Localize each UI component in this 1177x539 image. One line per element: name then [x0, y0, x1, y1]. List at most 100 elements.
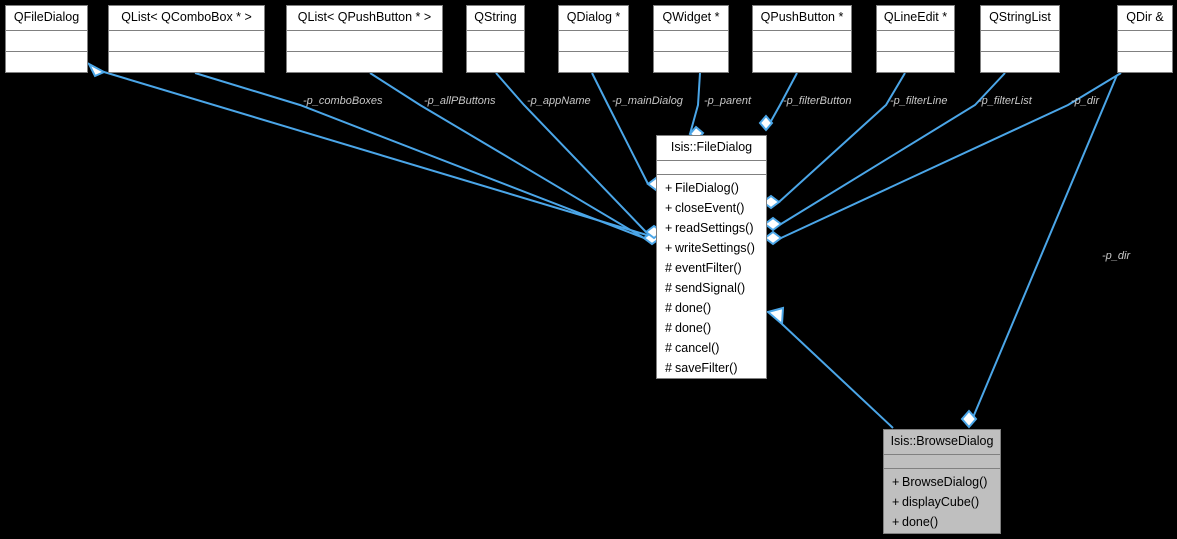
class-attributes-compartment — [1118, 31, 1172, 52]
operation-label: readSettings() — [675, 220, 754, 235]
edge-aggregation-dir-browsedialog — [960, 74, 1118, 429]
operation-row: +FileDialog() — [657, 178, 766, 198]
operation-row: #eventFilter() — [657, 258, 766, 278]
edge-inheritance-filedialog-qfiledialog — [86, 61, 658, 239]
class-box-qlineedit[interactable]: QLineEdit * — [876, 5, 955, 73]
operation-label: done() — [675, 320, 712, 335]
operation-row: +displayCube() — [884, 492, 1000, 512]
class-attributes-compartment — [884, 455, 1000, 469]
class-operations-compartment — [467, 52, 524, 73]
operation-row: #cancel() — [657, 338, 766, 358]
class-title: Isis::FileDialog — [657, 136, 766, 161]
operation-label: cancel() — [675, 340, 720, 355]
class-title: QDir & — [1118, 6, 1172, 31]
class-box-qstringlist[interactable]: QStringList — [980, 5, 1060, 73]
operation-row: #done() — [657, 298, 766, 318]
class-box-qwidget[interactable]: QWidget * — [653, 5, 729, 73]
visibility-marker: # — [665, 260, 672, 275]
edge-label-allpbuttons: -p_allPButtons — [424, 95, 496, 107]
visibility-marker: + — [665, 200, 673, 215]
class-title: QStringList — [981, 6, 1059, 31]
operation-label: sendSignal() — [675, 280, 746, 295]
class-box-qfiledialog[interactable]: QFileDialog — [5, 5, 88, 73]
operation-label: BrowseDialog() — [902, 474, 988, 489]
class-title: QWidget * — [654, 6, 728, 31]
class-box-isis-browsedialog[interactable]: Isis::BrowseDialog +BrowseDialog() +disp… — [883, 429, 1001, 534]
edge-label-comboboxes: -p_comboBoxes — [303, 95, 383, 107]
operation-row: +readSettings() — [657, 218, 766, 238]
class-attributes-compartment — [109, 31, 264, 52]
class-box-qlist-qcombobox[interactable]: QList< QComboBox * > — [108, 5, 265, 73]
visibility-marker: + — [892, 514, 900, 529]
class-operations-compartment: +BrowseDialog() +displayCube() +done() — [884, 469, 1000, 534]
class-title: QFileDialog — [6, 6, 87, 31]
operation-label: done() — [902, 514, 939, 529]
edge-label-appname: -p_appName — [527, 95, 591, 107]
operation-row: #done() — [657, 318, 766, 338]
class-attributes-compartment — [877, 31, 954, 52]
class-attributes-compartment — [654, 31, 728, 52]
class-operations-compartment — [654, 52, 728, 73]
operation-label: done() — [675, 300, 712, 315]
visibility-marker: # — [665, 340, 672, 355]
class-operations-compartment: +FileDialog() +closeEvent() +readSetting… — [657, 175, 766, 379]
edge-label-filterlist: -p_filterList — [978, 95, 1032, 107]
class-title: QList< QComboBox * > — [109, 6, 264, 31]
operations-list: +FileDialog() +closeEvent() +readSetting… — [657, 175, 766, 381]
edge-label-parent: -p_parent — [704, 95, 752, 107]
class-title: QList< QPushButton * > — [287, 6, 442, 31]
operation-row: #sendSignal() — [657, 278, 766, 298]
operation-label: saveFilter() — [675, 360, 738, 375]
operation-row: +done() — [884, 512, 1000, 532]
class-box-qstring[interactable]: QString — [466, 5, 525, 73]
visibility-marker: # — [665, 280, 672, 295]
class-operations-compartment — [6, 52, 87, 73]
class-box-qlist-qpushbutton[interactable]: QList< QPushButton * > — [286, 5, 443, 73]
class-operations-compartment — [753, 52, 851, 73]
class-title: QLineEdit * — [877, 6, 954, 31]
class-box-qdir[interactable]: QDir & — [1117, 5, 1173, 73]
class-box-qpushbutton[interactable]: QPushButton * — [752, 5, 852, 73]
operation-row: +writeSettings() — [657, 238, 766, 258]
class-attributes-compartment — [6, 31, 87, 52]
operations-list: +BrowseDialog() +displayCube() +done() — [884, 469, 1000, 535]
class-box-isis-filedialog[interactable]: Isis::FileDialog +FileDialog() +closeEve… — [656, 135, 767, 379]
operation-row: +closeEvent() — [657, 198, 766, 218]
class-operations-compartment — [981, 52, 1059, 73]
class-operations-compartment — [559, 52, 628, 73]
edge-label-filterbutton: -p_filterButton — [783, 95, 852, 107]
class-attributes-compartment — [657, 161, 766, 175]
class-operations-compartment — [287, 52, 442, 73]
operation-label: eventFilter() — [675, 260, 742, 275]
operation-label: closeEvent() — [675, 200, 745, 215]
class-operations-compartment — [109, 52, 264, 73]
visibility-marker: # — [665, 300, 672, 315]
visibility-marker: # — [665, 360, 672, 375]
class-operations-compartment — [877, 52, 954, 73]
edge-label-dir-right: -p_dir — [1102, 250, 1131, 262]
visibility-marker: + — [892, 474, 900, 489]
edge-label-dir-top: -p_dir — [1071, 95, 1100, 107]
visibility-marker: + — [665, 240, 673, 255]
class-attributes-compartment — [287, 31, 442, 52]
class-operations-compartment — [1118, 52, 1172, 73]
class-title: Isis::BrowseDialog — [884, 430, 1000, 455]
operation-row: #saveFilter() — [657, 358, 766, 378]
class-attributes-compartment — [467, 31, 524, 52]
edge-aggregation-maindialog — [591, 72, 666, 192]
edge-inheritance-browsedialog-filedialog — [765, 306, 894, 429]
operation-row: +BrowseDialog() — [884, 472, 1000, 492]
visibility-marker: + — [665, 220, 673, 235]
class-attributes-compartment — [753, 31, 851, 52]
visibility-marker: + — [665, 180, 673, 195]
class-title: QString — [467, 6, 524, 31]
class-attributes-compartment — [559, 31, 628, 52]
edge-label-filterline: -p_filterLine — [890, 95, 948, 107]
class-title: QPushButton * — [753, 6, 851, 31]
class-box-qdialog[interactable]: QDialog * — [558, 5, 629, 73]
visibility-marker: + — [892, 494, 900, 509]
edge-aggregation-filterline — [761, 72, 906, 210]
operation-label: displayCube() — [902, 494, 980, 509]
operation-label: FileDialog() — [675, 180, 739, 195]
